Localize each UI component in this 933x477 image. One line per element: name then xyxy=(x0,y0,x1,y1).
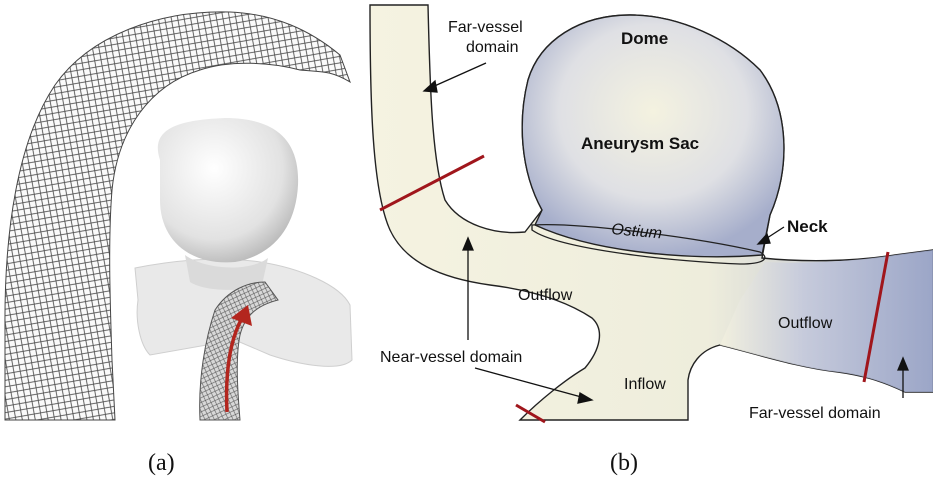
caption-a: (a) xyxy=(148,450,175,476)
label-far-vessel-bottom: Far-vessel domain xyxy=(749,405,881,422)
label-neck: Neck xyxy=(787,217,828,236)
label-near-vessel-domain: Near-vessel domain xyxy=(380,349,522,366)
label-inflow: Inflow xyxy=(624,376,666,393)
label-aneurysm-sac: Aneurysm Sac xyxy=(581,134,699,153)
panel-a xyxy=(0,0,362,430)
label-outflow-left: Outflow xyxy=(518,287,573,304)
label-outflow-right: Outflow xyxy=(778,315,833,332)
panel-b: Far-vessel domain Dome Aneurysm Sac Osti… xyxy=(370,5,933,422)
label-far-vessel-top-1: Far-vessel xyxy=(448,19,523,36)
label-far-vessel-top-2: domain xyxy=(466,39,518,56)
caption-b: (b) xyxy=(610,450,638,476)
label-dome: Dome xyxy=(621,29,668,48)
